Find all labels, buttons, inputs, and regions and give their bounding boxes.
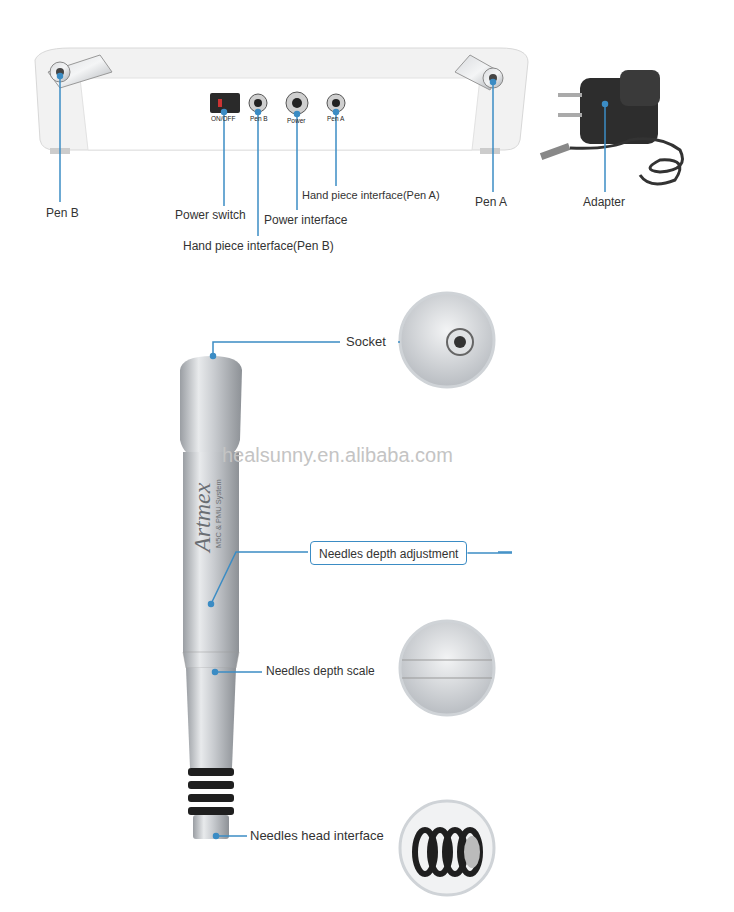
part-label: Pen B <box>46 206 79 220</box>
panel-label: Pen A <box>327 115 344 123</box>
brand-label: M5C & PMU System <box>214 479 223 548</box>
leader-line <box>467 552 512 554</box>
part-label: Socket <box>346 334 386 350</box>
part-label: Power interface <box>264 213 347 227</box>
callout-box: Needles depth adjustment <box>310 541 467 565</box>
part-label: Hand piece interface(Pen B) <box>183 239 334 253</box>
panel-label: Pen B <box>250 115 268 123</box>
part-label: Needles depth scale <box>266 664 375 678</box>
brand-label: Artmex <box>188 483 217 552</box>
panel-label: ON/OFF <box>211 115 236 123</box>
panel-label: Power <box>287 117 305 125</box>
callout-text: Needles depth adjustment <box>319 547 458 561</box>
watermark: healsunny.en.alibaba.com <box>222 443 453 467</box>
part-label: Adapter <box>583 195 625 209</box>
part-label: Pen A <box>475 195 507 209</box>
part-label: Hand piece interface(Pen A) <box>302 189 440 202</box>
part-label: Needles head interface <box>250 828 384 844</box>
part-label: Power switch <box>175 208 246 222</box>
